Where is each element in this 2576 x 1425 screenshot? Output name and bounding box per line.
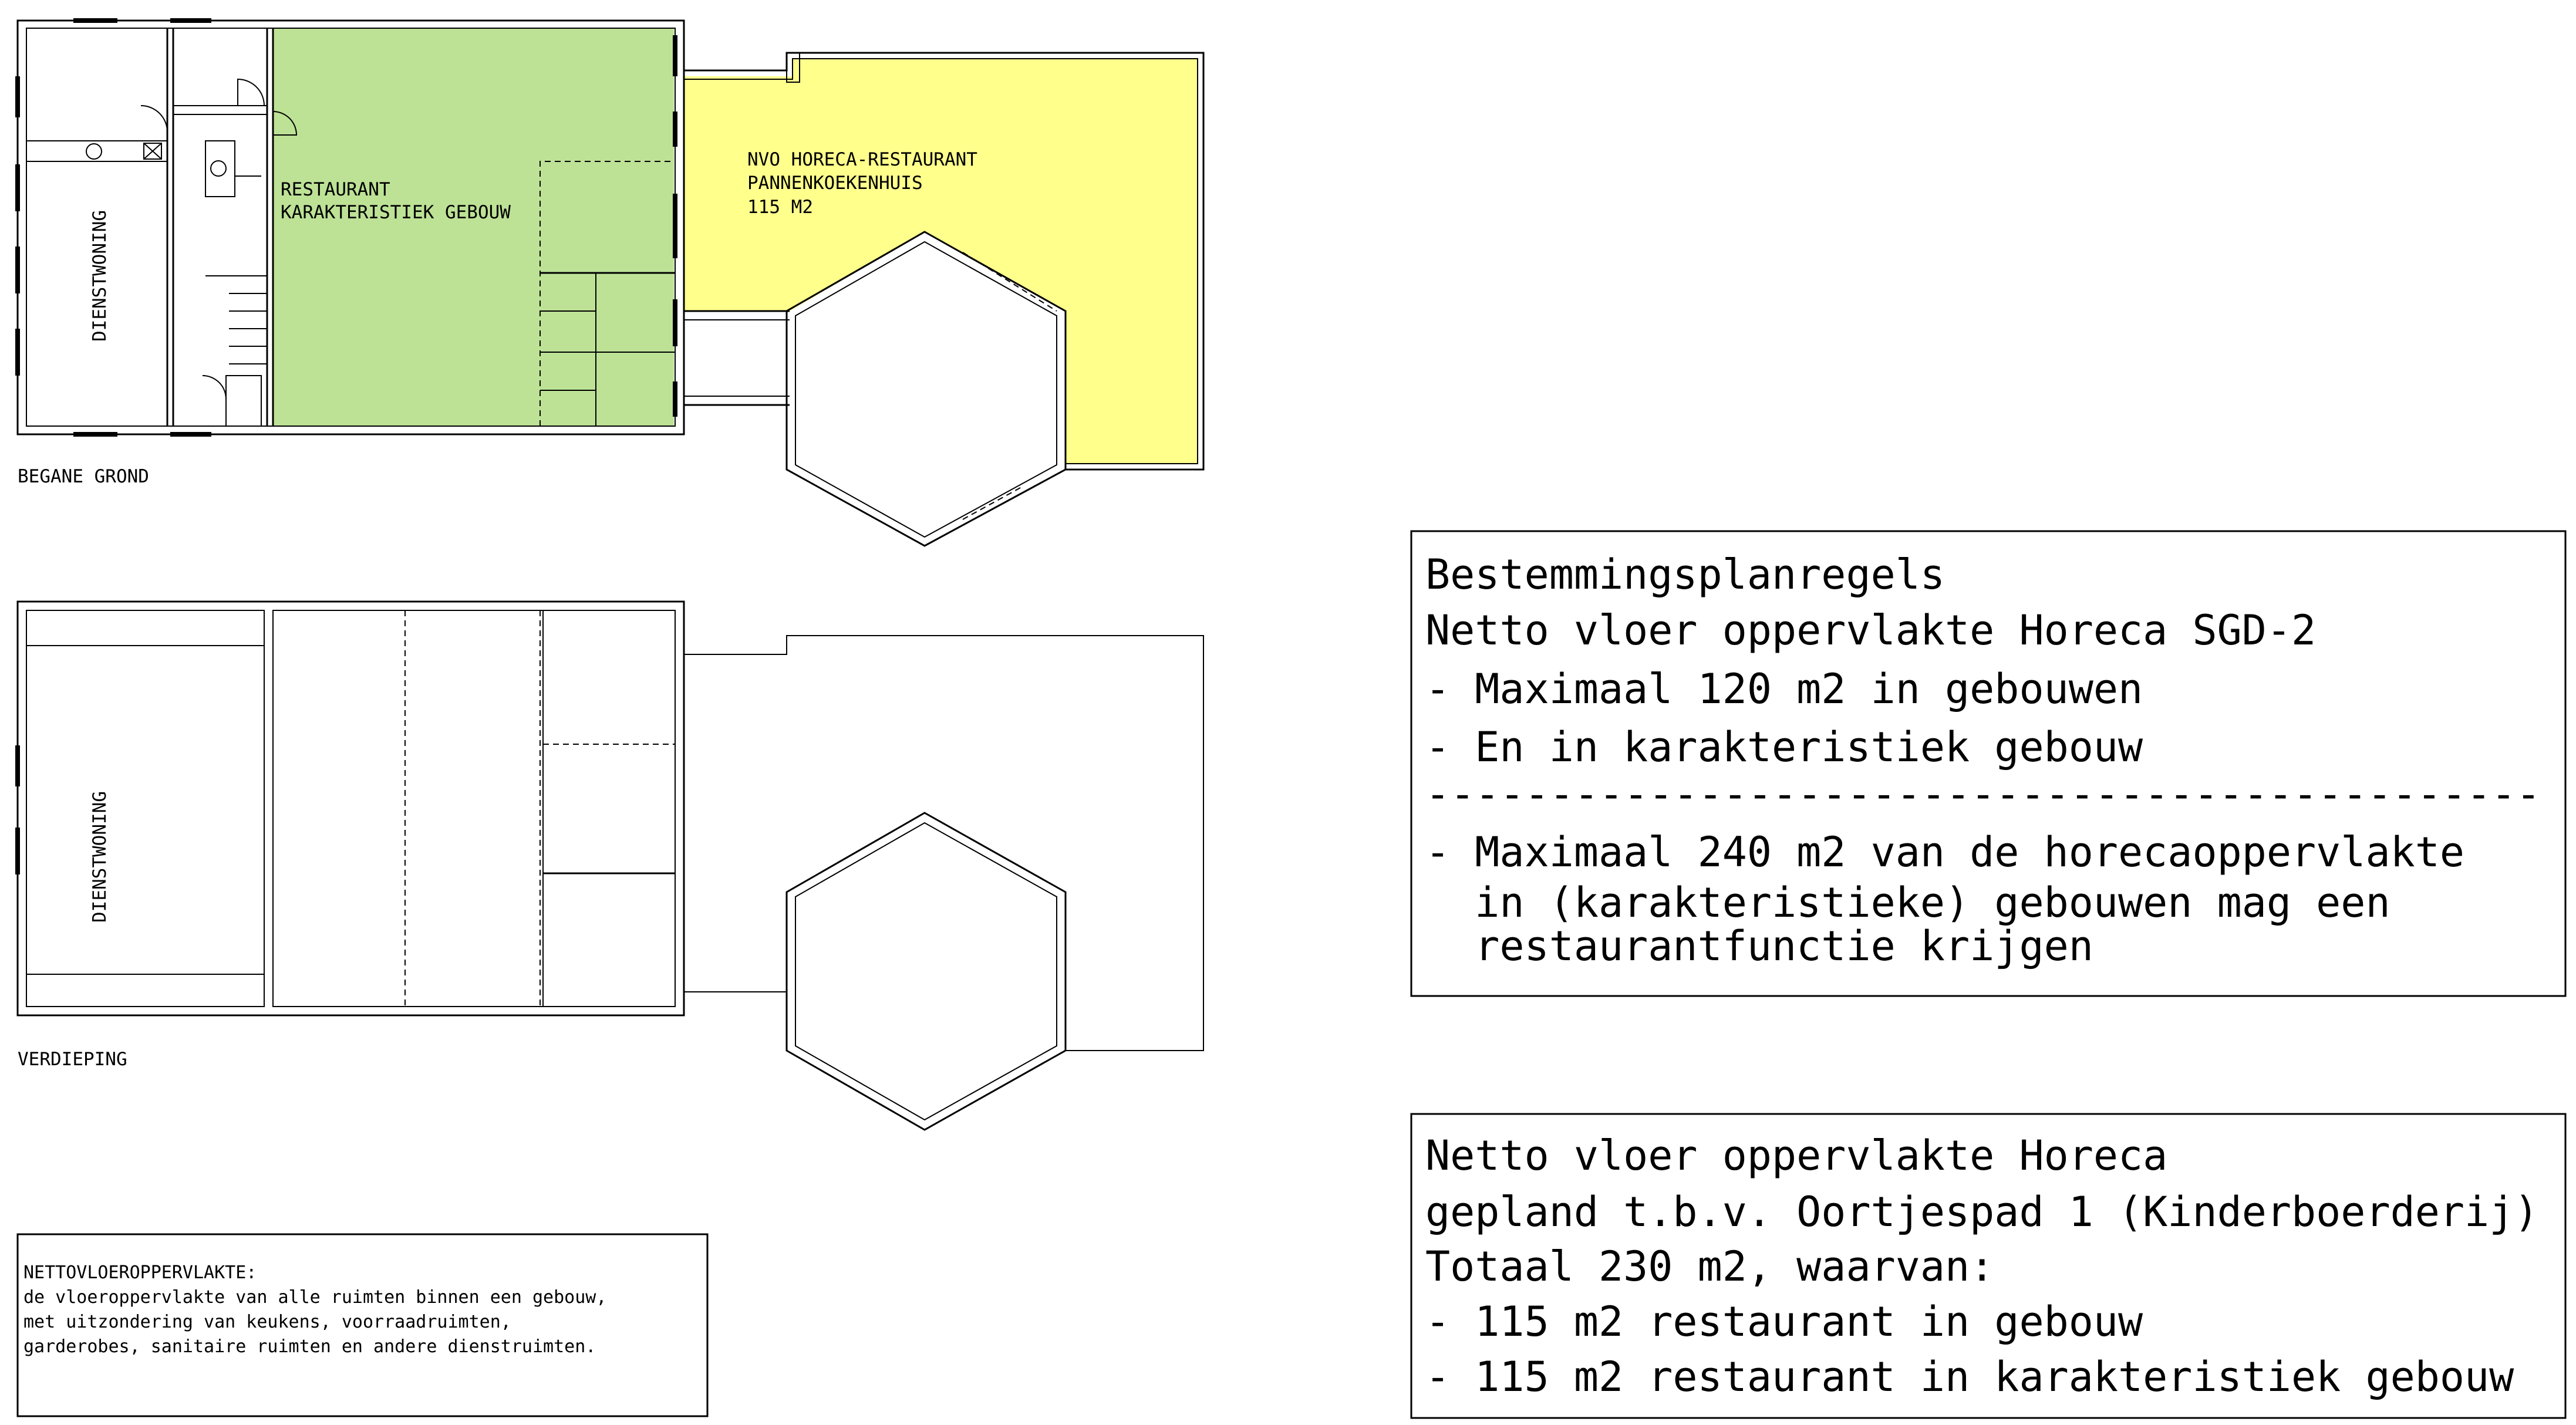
restaurant-label-line1: RESTAURANT — [281, 179, 390, 200]
rules-line6: in (karakteristieke) gebouwen mag een — [1425, 879, 2390, 927]
horeca-area — [684, 59, 1198, 464]
rules-line3: - Maximaal 120 m2 in gebouwen — [1425, 665, 2143, 713]
rules-line1: Bestemmingsplanregels — [1425, 551, 1945, 599]
rules-box — [1410, 530, 2567, 997]
rules-line2: Netto vloer oppervlakte Horeca SGD-2 — [1425, 606, 2316, 654]
nvo-label-line3: 115 M2 — [747, 197, 813, 218]
rules-line4: - En in karakteristiek gebouw — [1425, 723, 2143, 771]
hexagon-pavilion-ground — [785, 231, 1067, 547]
definition-line3: garderobes, sanitaire ruimten en andere … — [23, 1336, 596, 1357]
definition-line1: de vloeroppervlakte van alle ruimten bin… — [23, 1287, 606, 1308]
planned-line3: Totaal 230 m2, waarvan: — [1425, 1242, 1994, 1291]
ground-floor-plan — [15, 18, 1205, 547]
rules-separator: ----------------------------------------… — [1425, 770, 2541, 818]
dienstwoning-label-ground: DIENSTWONING — [89, 210, 110, 342]
rules-line5: - Maximaal 240 m2 van de horecaoppervlak… — [1425, 828, 2464, 876]
planned-box — [1410, 1113, 2567, 1419]
rules-line7: restaurantfunctie krijgen — [1425, 922, 2093, 970]
definition-line2: met uitzondering van keukens, voorraadru… — [23, 1312, 511, 1332]
planned-line4: - 115 m2 restaurant in gebouw — [1425, 1298, 2143, 1346]
restaurant-area — [273, 28, 674, 426]
nvo-label-line2: PANNENKOEKENHUIS — [747, 173, 923, 194]
ground-floor-label: BEGANE GROND — [18, 466, 149, 487]
upper-floor-plan — [15, 600, 1204, 1131]
planned-line2: gepland t.b.v. Oortjespad 1 (Kinderboerd… — [1425, 1188, 2538, 1236]
definition-title: NETTOVLOEROPPERVLAKTE: — [23, 1262, 257, 1283]
restaurant-label-line2: KARAKTERISTIEK GEBOUW — [281, 202, 511, 223]
planned-line1: Netto vloer oppervlakte Horeca — [1425, 1132, 2167, 1180]
upper-floor-label: VERDIEPING — [18, 1049, 127, 1070]
main-building-outline — [16, 19, 685, 435]
dienstwoning-label-upper: DIENSTWONING — [89, 791, 110, 923]
definition-box — [16, 1233, 709, 1417]
planned-line5: - 115 m2 restaurant in karakteristiek ge… — [1425, 1353, 2514, 1401]
nvo-label-line1: NVO HORECA-RESTAURANT — [747, 149, 977, 170]
